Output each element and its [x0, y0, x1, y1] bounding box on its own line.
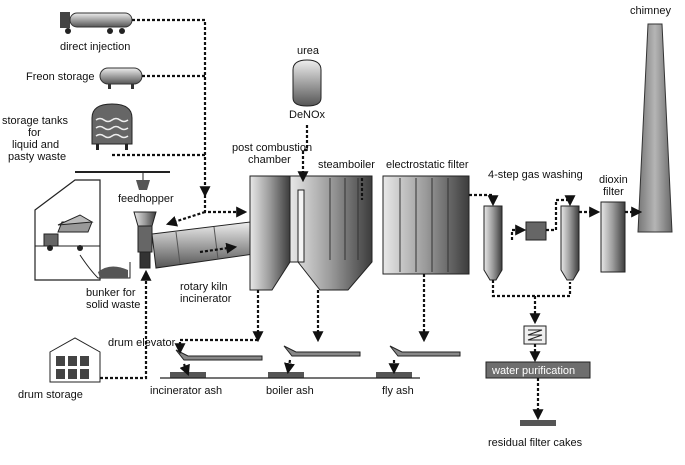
rotary-kiln: [151, 221, 255, 269]
fly-ash-label: fly ash: [382, 385, 414, 397]
post-combustion-label-2: chamber: [248, 154, 291, 166]
rotary-kiln-label-2: incinerator: [180, 293, 232, 305]
boiler-ash-conveyor: [283, 345, 361, 357]
residual-cake-bin: [520, 420, 556, 426]
boiler-ash-label: boiler ash: [266, 385, 314, 397]
fly-ash-conveyor: [389, 345, 461, 357]
gas-washing-label: 4-step gas washing: [488, 169, 583, 181]
solid-waste-bunker: [79, 254, 131, 279]
gas-washer-2: [560, 205, 580, 281]
post-combustion-chamber: [249, 175, 291, 291]
incinerator-ash-conveyor: [175, 349, 263, 361]
incinerator-ash-bin: [170, 372, 206, 378]
storage-tanks-label-3: liquid and: [12, 139, 59, 151]
feedhopper-icon: [133, 211, 157, 269]
direct-injection-label: direct injection: [60, 41, 130, 53]
chimney-label: chimney: [630, 5, 671, 17]
urea-tank-icon: [292, 59, 322, 107]
dioxin-filter: [600, 201, 626, 273]
storage-tanks-label-1: storage tanks: [2, 115, 69, 127]
incinerator-ash-label: incinerator ash: [150, 385, 222, 397]
urea-label: urea: [297, 45, 320, 57]
denox-label: DeNOx: [289, 109, 326, 121]
liquid-waste-tank-icon: [91, 103, 133, 150]
filter-press-icon: [523, 325, 547, 345]
drum-elevator-label: drum elevator: [108, 337, 176, 349]
storage-tanks-label-2: for: [28, 127, 41, 139]
freon-storage-label: Freon storage: [26, 71, 94, 83]
steamboiler-label: steamboiler: [318, 159, 375, 171]
bunker-label-1: bunker for: [86, 287, 136, 299]
fly-ash-bin: [376, 372, 412, 378]
electrostatic-filter: [382, 175, 470, 275]
drum-storage: [49, 337, 101, 383]
dioxin-filter-label-1: dioxin: [599, 174, 628, 186]
chimney: [637, 23, 673, 233]
rotary-kiln-label-1: rotary kiln: [180, 281, 228, 293]
residual-filter-cakes-label: residual filter cakes: [488, 437, 583, 449]
flow-lines: [100, 18, 643, 421]
storage-tanks-label-4: pasty waste: [8, 151, 66, 163]
electrostatic-filter-label: electrostatic filter: [386, 159, 469, 171]
gas-washer-1: [483, 205, 503, 281]
steamboiler: [289, 175, 373, 291]
post-combustion-label-1: post combustion: [232, 142, 312, 154]
bunker-label-2: solid waste: [86, 299, 140, 311]
dioxin-filter-label-2: filter: [603, 186, 624, 198]
dump-truck-icon: [43, 214, 94, 251]
grab-crane-icon: [136, 172, 150, 190]
water-purification-label: water purification: [491, 365, 575, 377]
tanker-truck-icon: [60, 12, 133, 34]
boiler-ash-bin: [268, 372, 304, 378]
freon-tank-icon: [99, 67, 143, 89]
feedhopper-label: feedhopper: [118, 193, 174, 205]
drum-storage-label: drum storage: [18, 389, 83, 401]
gas-washer-box: [525, 221, 547, 241]
